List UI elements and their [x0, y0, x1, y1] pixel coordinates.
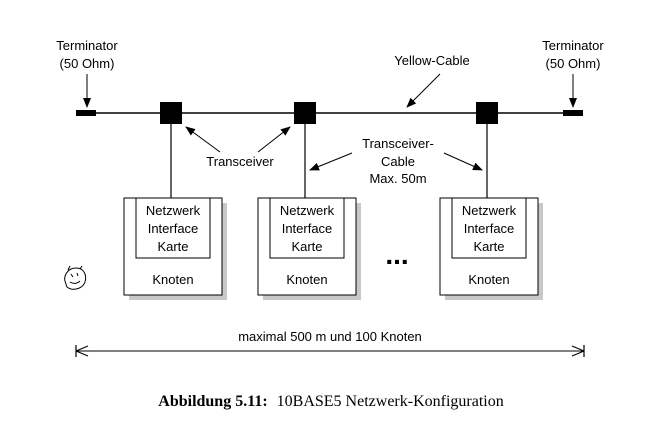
distance-label: maximal 500 m und 100 Knoten: [238, 329, 422, 344]
transceiver-cable-label-1: Transceiver-: [362, 136, 434, 151]
nic-label-1a: Netzwerk: [146, 203, 201, 218]
figure-caption-prefix: Abbildung 5.11:: [158, 393, 267, 410]
yellow-cable-arrow: [406, 73, 441, 108]
yellow-cable-label: Yellow-Cable: [394, 53, 469, 68]
node-2: Netzwerk Interface Karte Knoten: [257, 197, 361, 300]
terminator-left-label-2: (50 Ohm): [60, 56, 115, 71]
terminator-right-label-1: Terminator: [542, 38, 604, 53]
dimension-arrow-left: [75, 345, 89, 357]
transceiver-arrow-right: [257, 126, 291, 153]
terminator-right: [563, 110, 583, 116]
node-label-2: Knoten: [286, 272, 327, 287]
nic-label-3a: Netzwerk: [462, 203, 517, 218]
transceiver-cable-label-3: Max. 50m: [369, 171, 426, 186]
transceiver-3: [476, 102, 498, 124]
node-label-3: Knoten: [468, 272, 509, 287]
nic-label-1c: Karte: [157, 239, 188, 254]
nic-label-3c: Karte: [473, 239, 504, 254]
dimension-arrow-right: [571, 345, 585, 357]
nic-label-2a: Netzwerk: [280, 203, 335, 218]
transceiver-1: [160, 102, 182, 124]
transceiver-cable-arrow-right: [443, 152, 483, 171]
mascot-icon: [64, 265, 87, 290]
node-1: Netzwerk Interface Karte Knoten: [123, 197, 227, 300]
nic-label-2c: Karte: [291, 239, 322, 254]
figure-caption-text: 10BASE5 Netzwerk-Konfiguration: [277, 393, 504, 410]
terminator-right-label-2: (50 Ohm): [546, 56, 601, 71]
figure-caption: Abbildung 5.11: 10BASE5 Netzwerk-Konfigu…: [158, 393, 503, 410]
node-3: Netzwerk Interface Karte Knoten: [439, 197, 543, 300]
nic-label-2b: Interface: [282, 221, 333, 236]
terminator-left: [76, 110, 96, 116]
node-label-1: Knoten: [152, 272, 193, 287]
nic-label-3b: Interface: [464, 221, 515, 236]
transceiver-cable-label-2: Cable: [381, 154, 415, 169]
transceiver-label: Transceiver: [206, 154, 274, 169]
transceiver-cable-arrow-left: [309, 152, 353, 171]
terminator-left-label-1: Terminator: [56, 38, 118, 53]
transceiver-arrow-left: [185, 126, 221, 153]
nic-label-1b: Interface: [148, 221, 199, 236]
transceiver-2: [294, 102, 316, 124]
ellipsis: ...: [385, 239, 408, 270]
